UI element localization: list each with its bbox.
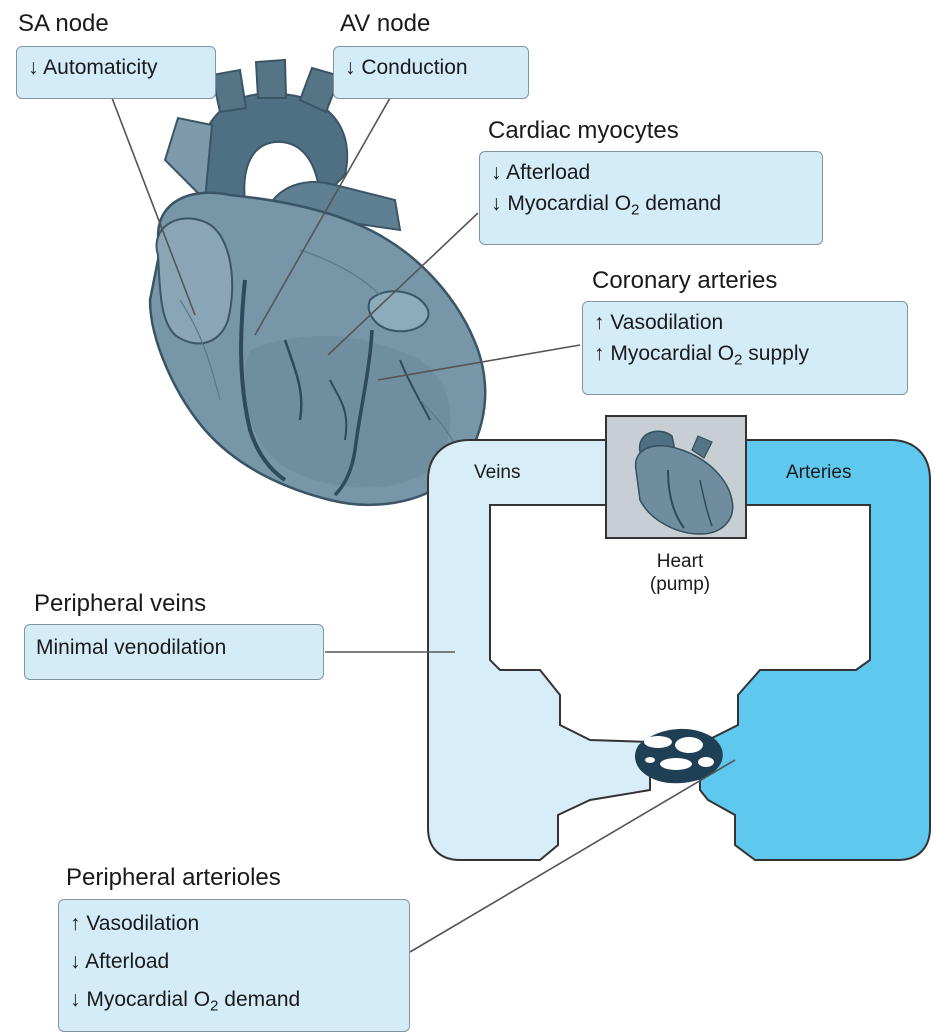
- heart-illustration: [150, 60, 485, 505]
- pump-label: (pump): [620, 573, 740, 596]
- cardiac-myocytes-box: ↓ Afterload ↓ Myocardial O2 demand: [479, 151, 823, 245]
- capillary-bed: [636, 730, 722, 782]
- coronary-arteries-effect-2: ↑ Myocardial O2 supply: [594, 338, 896, 369]
- cardiac-myocytes-effect-2: ↓ Myocardial O2 demand: [491, 188, 811, 219]
- av-node-title: AV node: [340, 10, 430, 38]
- sa-node-effect: ↓ Automaticity: [28, 52, 204, 83]
- veins-label: Veins: [474, 462, 520, 484]
- sa-node-title: SA node: [18, 10, 109, 38]
- peripheral-veins-title: Peripheral veins: [34, 590, 206, 618]
- coronary-arteries-box: ↑ Vasodilation ↑ Myocardial O2 supply: [582, 301, 908, 395]
- av-node-effect: ↓ Conduction: [345, 52, 517, 83]
- peripheral-veins-effect: Minimal venodilation: [36, 630, 312, 663]
- peripheral-arterioles-effect-3: ↓ Myocardial O2 demand: [70, 981, 398, 1019]
- heart-pump-label: Heart (pump): [620, 550, 740, 596]
- heart-label: Heart: [620, 550, 740, 573]
- coronary-arteries-effect-1: ↑ Vasodilation: [594, 307, 896, 338]
- arteries-label: Arteries: [786, 462, 851, 484]
- cardiac-myocytes-title: Cardiac myocytes: [488, 117, 679, 145]
- coronary-arteries-title: Coronary arteries: [592, 267, 777, 295]
- av-node-box: ↓ Conduction: [333, 46, 529, 99]
- peripheral-arterioles-box: ↑ Vasodilation ↓ Afterload ↓ Myocardial …: [58, 899, 410, 1032]
- peripheral-arterioles-title: Peripheral arterioles: [66, 864, 281, 892]
- peripheral-veins-box: Minimal venodilation: [24, 624, 324, 680]
- cardiac-myocytes-effect-1: ↓ Afterload: [491, 157, 811, 188]
- sa-node-box: ↓ Automaticity: [16, 46, 216, 99]
- peripheral-arterioles-effect-1: ↑ Vasodilation: [70, 905, 398, 943]
- peripheral-arterioles-effect-2: ↓ Afterload: [70, 943, 398, 981]
